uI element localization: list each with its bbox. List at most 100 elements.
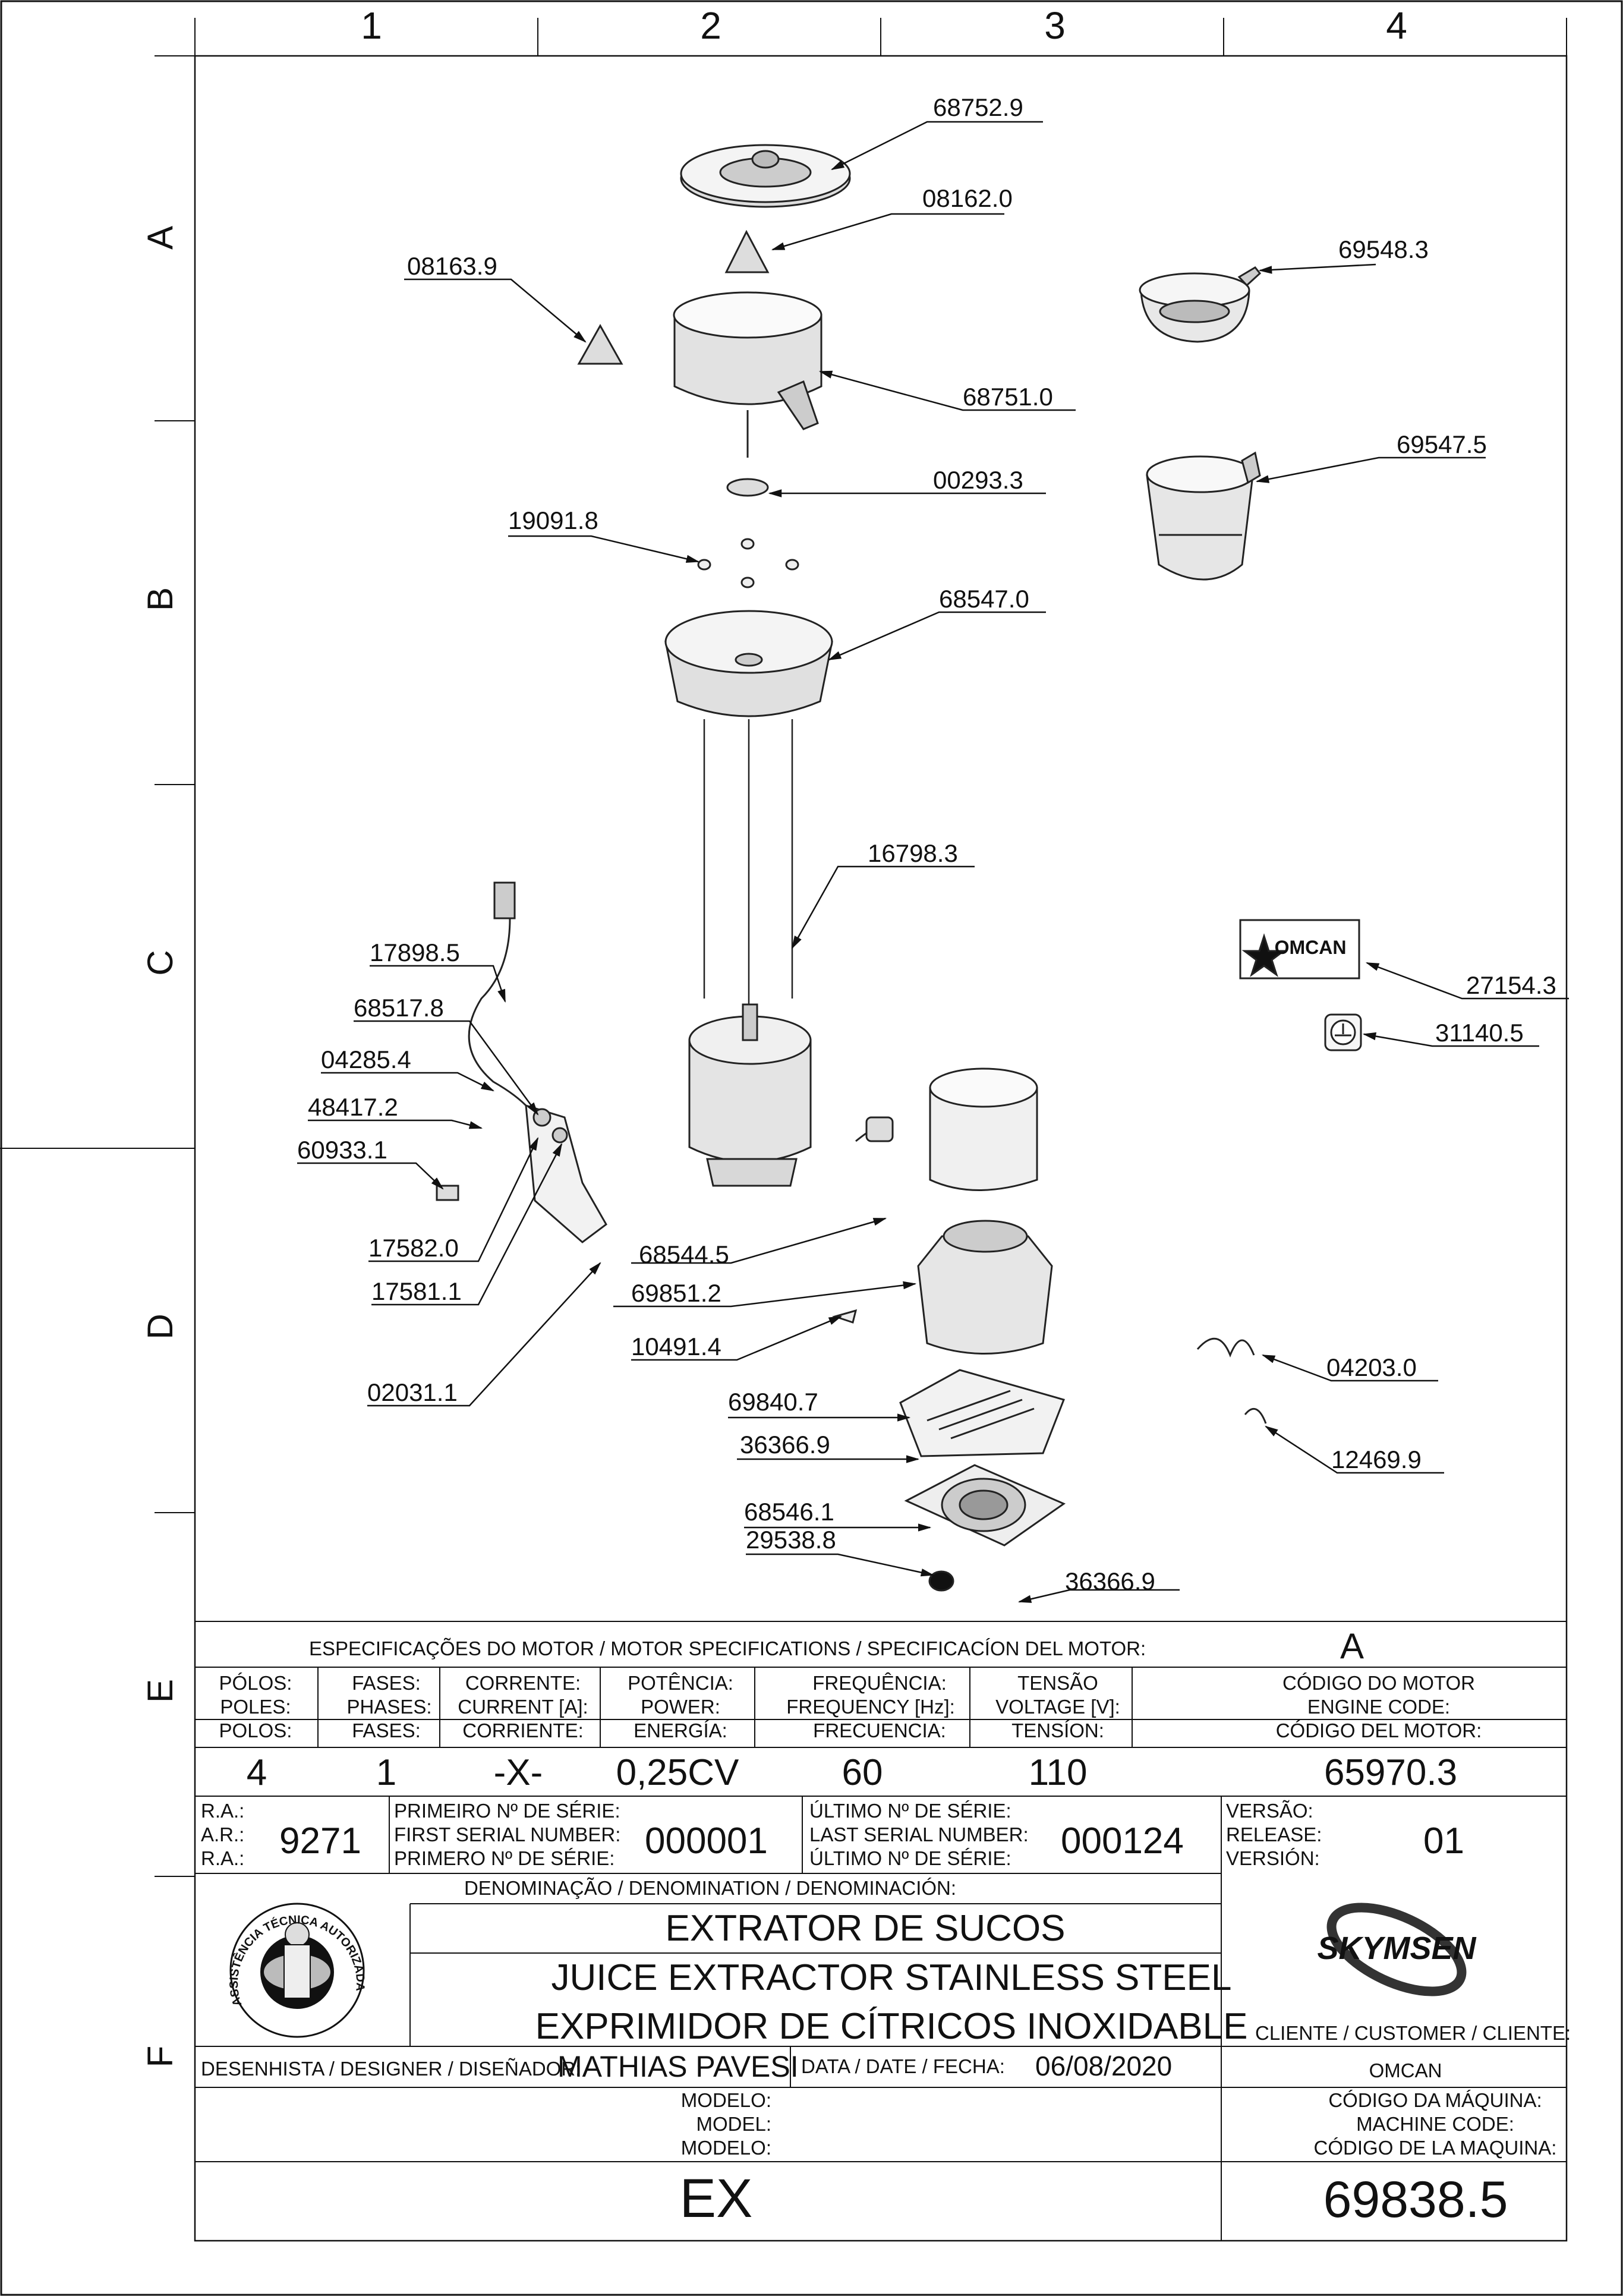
spec-label: CURRENT [A]: <box>458 1696 588 1718</box>
part-label: 10491.4 <box>631 1333 721 1360</box>
ra-label: R.A.: <box>201 1847 244 1869</box>
spec-label: TENSÃO <box>1017 1672 1098 1694</box>
part-label: 08163.9 <box>407 252 497 280</box>
spec-label: POTÊNCIA: <box>628 1672 733 1694</box>
spec-label: FREQUENCY [Hz]: <box>786 1696 955 1718</box>
motor-cover-drawing <box>855 1067 1038 1191</box>
spec-value: 110 <box>1029 1752 1088 1793</box>
part-label: 31140.5 <box>1435 1019 1524 1047</box>
switch-drawing <box>436 1185 459 1201</box>
last-serial-label: LAST SERIAL NUMBER: <box>809 1823 1029 1845</box>
column-label: 3 <box>1044 4 1066 47</box>
part-label: 68517.8 <box>354 994 444 1022</box>
motor-letter: A <box>1340 1626 1364 1666</box>
model-label: MODELO: <box>681 2089 771 2111</box>
part-label: 68546.1 <box>744 1498 834 1526</box>
spec-label: PÓLOS: <box>219 1672 292 1694</box>
ra-label: R.A.: <box>201 1800 244 1822</box>
spec-label: CORRIENTE: <box>462 1719 584 1741</box>
version-label: VERSÃO: <box>1226 1800 1313 1822</box>
ra-value: 9271 <box>279 1821 361 1862</box>
part-label: 19091.8 <box>508 506 598 534</box>
spec-label: CÓDIGO DEL MOTOR: <box>1276 1719 1482 1741</box>
motor-drawing <box>688 1003 812 1187</box>
part-label: 36366.9 <box>1065 1567 1155 1595</box>
part-label: 08162.0 <box>922 184 1013 212</box>
title-block-lines <box>195 1621 1567 2241</box>
first-serial-value: 000001 <box>645 1821 768 1862</box>
part-label: 17898.5 <box>370 938 460 966</box>
skymsen-logo-text: SKYMSEN <box>1317 1930 1476 1966</box>
denomination-en: JUICE EXTRACTOR STAINLESS STEEL <box>551 1957 1232 1998</box>
part-label: 68752.9 <box>933 93 1023 121</box>
screws-drawing <box>697 538 799 588</box>
client-label: CLIENTE / CUSTOMER / CLIENTE: <box>1255 2022 1571 2044</box>
column-ruler <box>194 18 1567 56</box>
part-label: 69547.5 <box>1397 430 1487 458</box>
first-serial-label: PRIMEIRO Nº DE SÉRIE: <box>394 1800 620 1822</box>
spec-label: ENERGÍA: <box>634 1719 727 1741</box>
model-value: EX <box>680 2168 753 2229</box>
machine-code-value: 69838.5 <box>1323 2171 1508 2228</box>
row-label: E <box>140 1679 180 1703</box>
part-label: 48417.2 <box>308 1093 398 1121</box>
ground-label-drawing <box>1324 1013 1362 1051</box>
spec-label: FRECUENCIA: <box>813 1719 946 1741</box>
spec-value: -X- <box>494 1752 543 1793</box>
version-label: RELEASE: <box>1226 1823 1322 1845</box>
part-label: 00293.3 <box>933 466 1023 494</box>
strainer-drawing <box>1139 266 1262 343</box>
spec-label: POWER: <box>641 1696 720 1718</box>
part-label: 69548.3 <box>1338 235 1429 263</box>
spec-value: 65970.3 <box>1324 1752 1457 1793</box>
motor-housing-drawing <box>917 1220 1053 1355</box>
fan-plate-drawing <box>904 1464 1066 1547</box>
part-label: 36366.9 <box>740 1431 830 1459</box>
row-label: B <box>140 587 180 611</box>
reamer-large-drawing <box>577 323 623 365</box>
lid-drawing <box>680 144 851 208</box>
part-label: 16798.3 <box>868 839 958 867</box>
spec-value: 0,25CV <box>616 1752 739 1793</box>
model-label: MODELO: <box>681 2137 771 2159</box>
designer-name: MATHIAS PAVESI <box>557 2050 799 2083</box>
first-serial-label: PRIMERO Nº DE SÉRIE: <box>394 1847 614 1869</box>
spec-label: POLOS: <box>219 1719 292 1741</box>
bottom-grille-drawing <box>899 1369 1065 1457</box>
last-serial-value: 000124 <box>1061 1821 1184 1862</box>
washer-drawing <box>726 478 769 497</box>
row-label: D <box>140 1314 180 1339</box>
date-label: DATA / DATE / FECHA: <box>801 2055 1005 2077</box>
part-label: 68544.5 <box>639 1240 729 1268</box>
spec-label: FASES: <box>352 1719 421 1741</box>
spec-value: 4 <box>247 1752 267 1793</box>
last-serial-label: ÚLTIMO Nº DE SÉRIE: <box>809 1800 1011 1822</box>
part-label: 68547.0 <box>939 585 1029 613</box>
part-label: 60933.1 <box>297 1136 387 1164</box>
first-serial-label: FIRST SERIAL NUMBER: <box>394 1823 620 1845</box>
client-value: OMCAN <box>1369 2059 1442 2081</box>
spec-label: FASES: <box>352 1672 421 1694</box>
denomination-pt: EXTRATOR DE SUCOS <box>666 1908 1066 1949</box>
spec-label: VOLTAGE [V]: <box>995 1696 1120 1718</box>
spring-clip-small-drawing <box>1244 1407 1267 1424</box>
spec-label: ENGINE CODE: <box>1307 1696 1450 1718</box>
part-label: 02031.1 <box>367 1378 458 1406</box>
juice-bowl-drawing <box>673 291 822 458</box>
spec-label: FREQUÊNCIA: <box>812 1672 947 1694</box>
column-label: 4 <box>1386 4 1407 47</box>
part-label: 17582.0 <box>368 1234 459 1262</box>
leader-lines <box>297 121 1569 1603</box>
spec-label: PHASES: <box>346 1696 431 1718</box>
part-label: 12469.9 <box>1331 1445 1422 1473</box>
machine-code-label: CÓDIGO DE LA MAQUINA: <box>1314 2137 1557 2159</box>
denomination-es: EXPRIMIDOR DE CÍTRICOS INOXIDABLE <box>535 2006 1248 2047</box>
spring-clip-drawing <box>1196 1337 1255 1358</box>
omcan-logo-text: OMCAN <box>1275 937 1347 958</box>
part-label: 17581.1 <box>371 1277 462 1305</box>
last-serial-label: ÚLTIMO Nº DE SÉRIE: <box>809 1847 1011 1869</box>
authorized-service-seal: ASSISTÊNCIA TÉCNICA AUTORIZADA <box>228 1903 367 2038</box>
spec-header: ESPECIFICAÇÕES DO MOTOR / MOTOR SPECIFIC… <box>309 1637 1146 1659</box>
